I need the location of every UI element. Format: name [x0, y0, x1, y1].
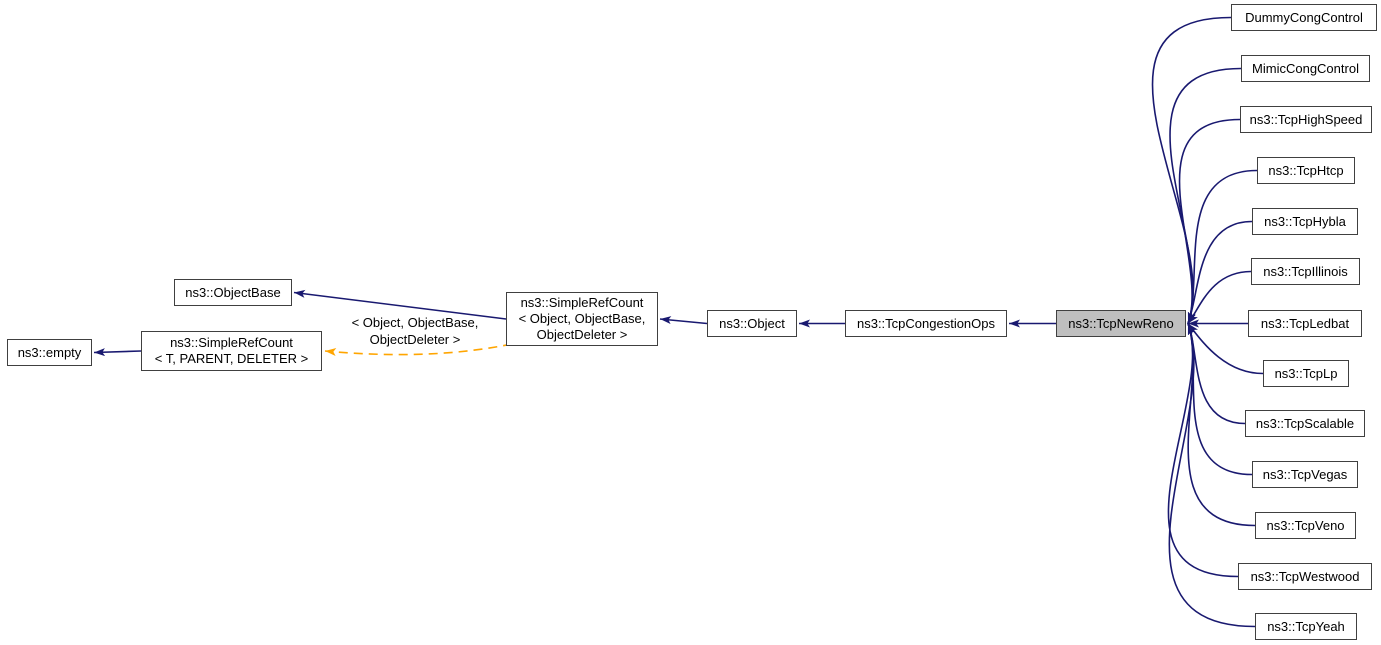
edge-mimiccongcontrol-to-tcpnewreno [1169, 67, 1242, 324]
class-node-label: ObjectDeleter > [536, 327, 628, 342]
class-node-mimiccongcontrol[interactable]: MimicCongControl [1241, 55, 1370, 82]
class-node-tcphighspeed[interactable]: ns3::TcpHighSpeed [1240, 106, 1372, 133]
class-node-label: ns3::TcpLp [1274, 365, 1338, 381]
class-node-label: ns3::TcpHighSpeed [1249, 111, 1363, 127]
class-node-label: ns3::Object [719, 315, 785, 331]
class-node-tcpscalable[interactable]: ns3::TcpScalable [1245, 410, 1365, 437]
edge-label-line: < Object, ObjectBase, [351, 315, 479, 330]
class-node-tcpledbat[interactable]: ns3::TcpLedbat [1248, 310, 1362, 337]
class-node-tcphybla[interactable]: ns3::TcpHybla [1252, 208, 1358, 235]
edge-object-to-srcount_object [659, 316, 708, 325]
edge-tcphtcp-to-tcpnewreno [1187, 169, 1258, 324]
class-node-tcpwestwood[interactable]: ns3::TcpWestwood [1238, 563, 1372, 590]
class-node-objectbase[interactable]: ns3::ObjectBase [174, 279, 292, 306]
class-node-congestionops[interactable]: ns3::TcpCongestionOps [845, 310, 1007, 337]
class-node-object[interactable]: ns3::Object [707, 310, 797, 337]
class-node-label: DummyCongControl [1245, 9, 1363, 25]
class-node-label: ns3::SimpleRefCount [170, 335, 293, 350]
edge-dummycongcontrol-to-tcpnewreno [1151, 16, 1232, 324]
edge-tcpwestwood-to-tcpnewreno [1167, 323, 1239, 578]
edge-tcpillinois-to-tcpnewreno [1187, 270, 1252, 324]
edge-tcpvegas-to-tcpnewreno [1187, 323, 1253, 476]
class-node-label: ns3::empty [17, 344, 82, 360]
class-node-dummycongcontrol[interactable]: DummyCongControl [1231, 4, 1377, 31]
class-node-label: < Object, ObjectBase, [518, 311, 646, 326]
class-node-label: ns3::TcpCongestionOps [856, 315, 996, 331]
class-node-label: ns3::TcpNewReno [1068, 315, 1174, 331]
class-node-label: ns3::TcpHtcp [1268, 162, 1344, 178]
class-node-tcphtcp[interactable]: ns3::TcpHtcp [1257, 157, 1355, 184]
edge-srcount_t-to-empty [93, 348, 142, 357]
edge-label-line: ObjectDeleter > [369, 332, 461, 347]
class-node-label: ns3::TcpLedbat [1260, 315, 1350, 331]
edge-tcphighspeed-to-tcpnewreno [1178, 118, 1241, 324]
class-node-label: ns3::TcpIllinois [1263, 263, 1348, 279]
class-node-tcpillinois[interactable]: ns3::TcpIllinois [1251, 258, 1360, 285]
edge-label-template-args: < Object, ObjectBase, ObjectDeleter > [345, 314, 485, 348]
class-node-label: ns3::TcpScalable [1255, 415, 1355, 431]
class-node-tcpyeah[interactable]: ns3::TcpYeah [1255, 613, 1357, 640]
edge-tcphybla-to-tcpnewreno [1187, 220, 1253, 324]
class-node-label: ns3::TcpYeah [1267, 618, 1345, 634]
class-node-label: ns3::TcpWestwood [1250, 568, 1360, 584]
class-node-label: < T, PARENT, DELETER > [154, 351, 309, 366]
class-node-label: ns3::TcpVegas [1262, 466, 1348, 482]
class-node-tcpvegas[interactable]: ns3::TcpVegas [1252, 461, 1358, 488]
edge-tcpscalable-to-tcpnewreno [1187, 323, 1246, 425]
class-node-tcpveno[interactable]: ns3::TcpVeno [1255, 512, 1356, 539]
class-node-srcount_object[interactable]: ns3::SimpleRefCount< Object, ObjectBase,… [506, 292, 658, 346]
class-node-label: ns3::ObjectBase [185, 284, 281, 300]
class-node-srcount_t[interactable]: ns3::SimpleRefCount< T, PARENT, DELETER … [141, 331, 322, 371]
class-node-label: ns3::SimpleRefCount [520, 295, 644, 310]
class-node-label: MimicCongControl [1252, 60, 1359, 76]
class-node-label: ns3::TcpVeno [1266, 517, 1345, 533]
class-node-tcplp[interactable]: ns3::TcpLp [1263, 360, 1349, 387]
class-node-tcpnewreno[interactable]: ns3::TcpNewReno [1056, 310, 1186, 337]
class-node-empty[interactable]: ns3::empty [7, 339, 92, 366]
class-node-label: ns3::TcpHybla [1264, 213, 1346, 229]
